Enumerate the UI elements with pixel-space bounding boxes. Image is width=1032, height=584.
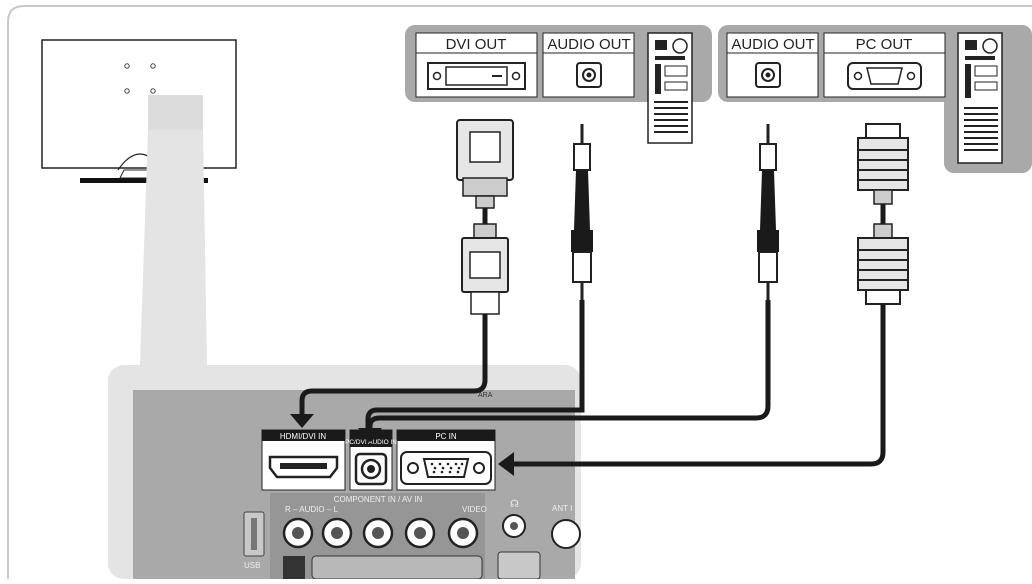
pc2-audio-cable — [358, 124, 779, 442]
pc2-output-panel: AUDIO OUT PC OUT — [718, 25, 1032, 173]
tv-front-icon — [41, 39, 237, 183]
pc1-audio-cable — [365, 124, 593, 428]
pc1-output-panel: DVI OUT AUDIO OUT — [405, 25, 712, 144]
pc1-audio-out-label: AUDIO OUT — [547, 36, 630, 53]
dvi-hdmi-cable — [290, 119, 514, 428]
rca-jacks — [282, 517, 479, 549]
pc-dsub-cable — [498, 123, 909, 476]
pc-dvi-audio-in-label: PC/DVI AUDIO IN — [345, 439, 397, 446]
usb-label: USB — [244, 561, 260, 570]
outer-frame — [7, 5, 1032, 579]
dvi-out-label: DVI OUT — [446, 36, 507, 53]
headphone-icon: ☊ — [510, 499, 519, 510]
ant-label: ANT I — [552, 504, 572, 513]
component-av-label: COMPONENT IN / AV IN — [334, 495, 423, 504]
pc2-audio-out-label: AUDIO OUT — [731, 36, 814, 53]
anynet-label: ARA — [478, 392, 493, 399]
video-label: VIDEO — [462, 505, 487, 514]
zoom-callout — [140, 130, 207, 365]
pc-in-label: PC IN — [435, 432, 457, 441]
pc-out-label: PC OUT — [856, 36, 913, 53]
pc1-tower-icon — [647, 32, 693, 144]
pc2-tower-icon — [957, 32, 1003, 164]
hdmi-in-label: HDMI/DVI IN — [280, 432, 326, 441]
tv-rear-panel: ARA HDMI/DVI IN PC/DVI AUDIO IN PC IN CO… — [108, 365, 581, 580]
audio-lr-label: R – AUDIO – L — [285, 505, 338, 514]
